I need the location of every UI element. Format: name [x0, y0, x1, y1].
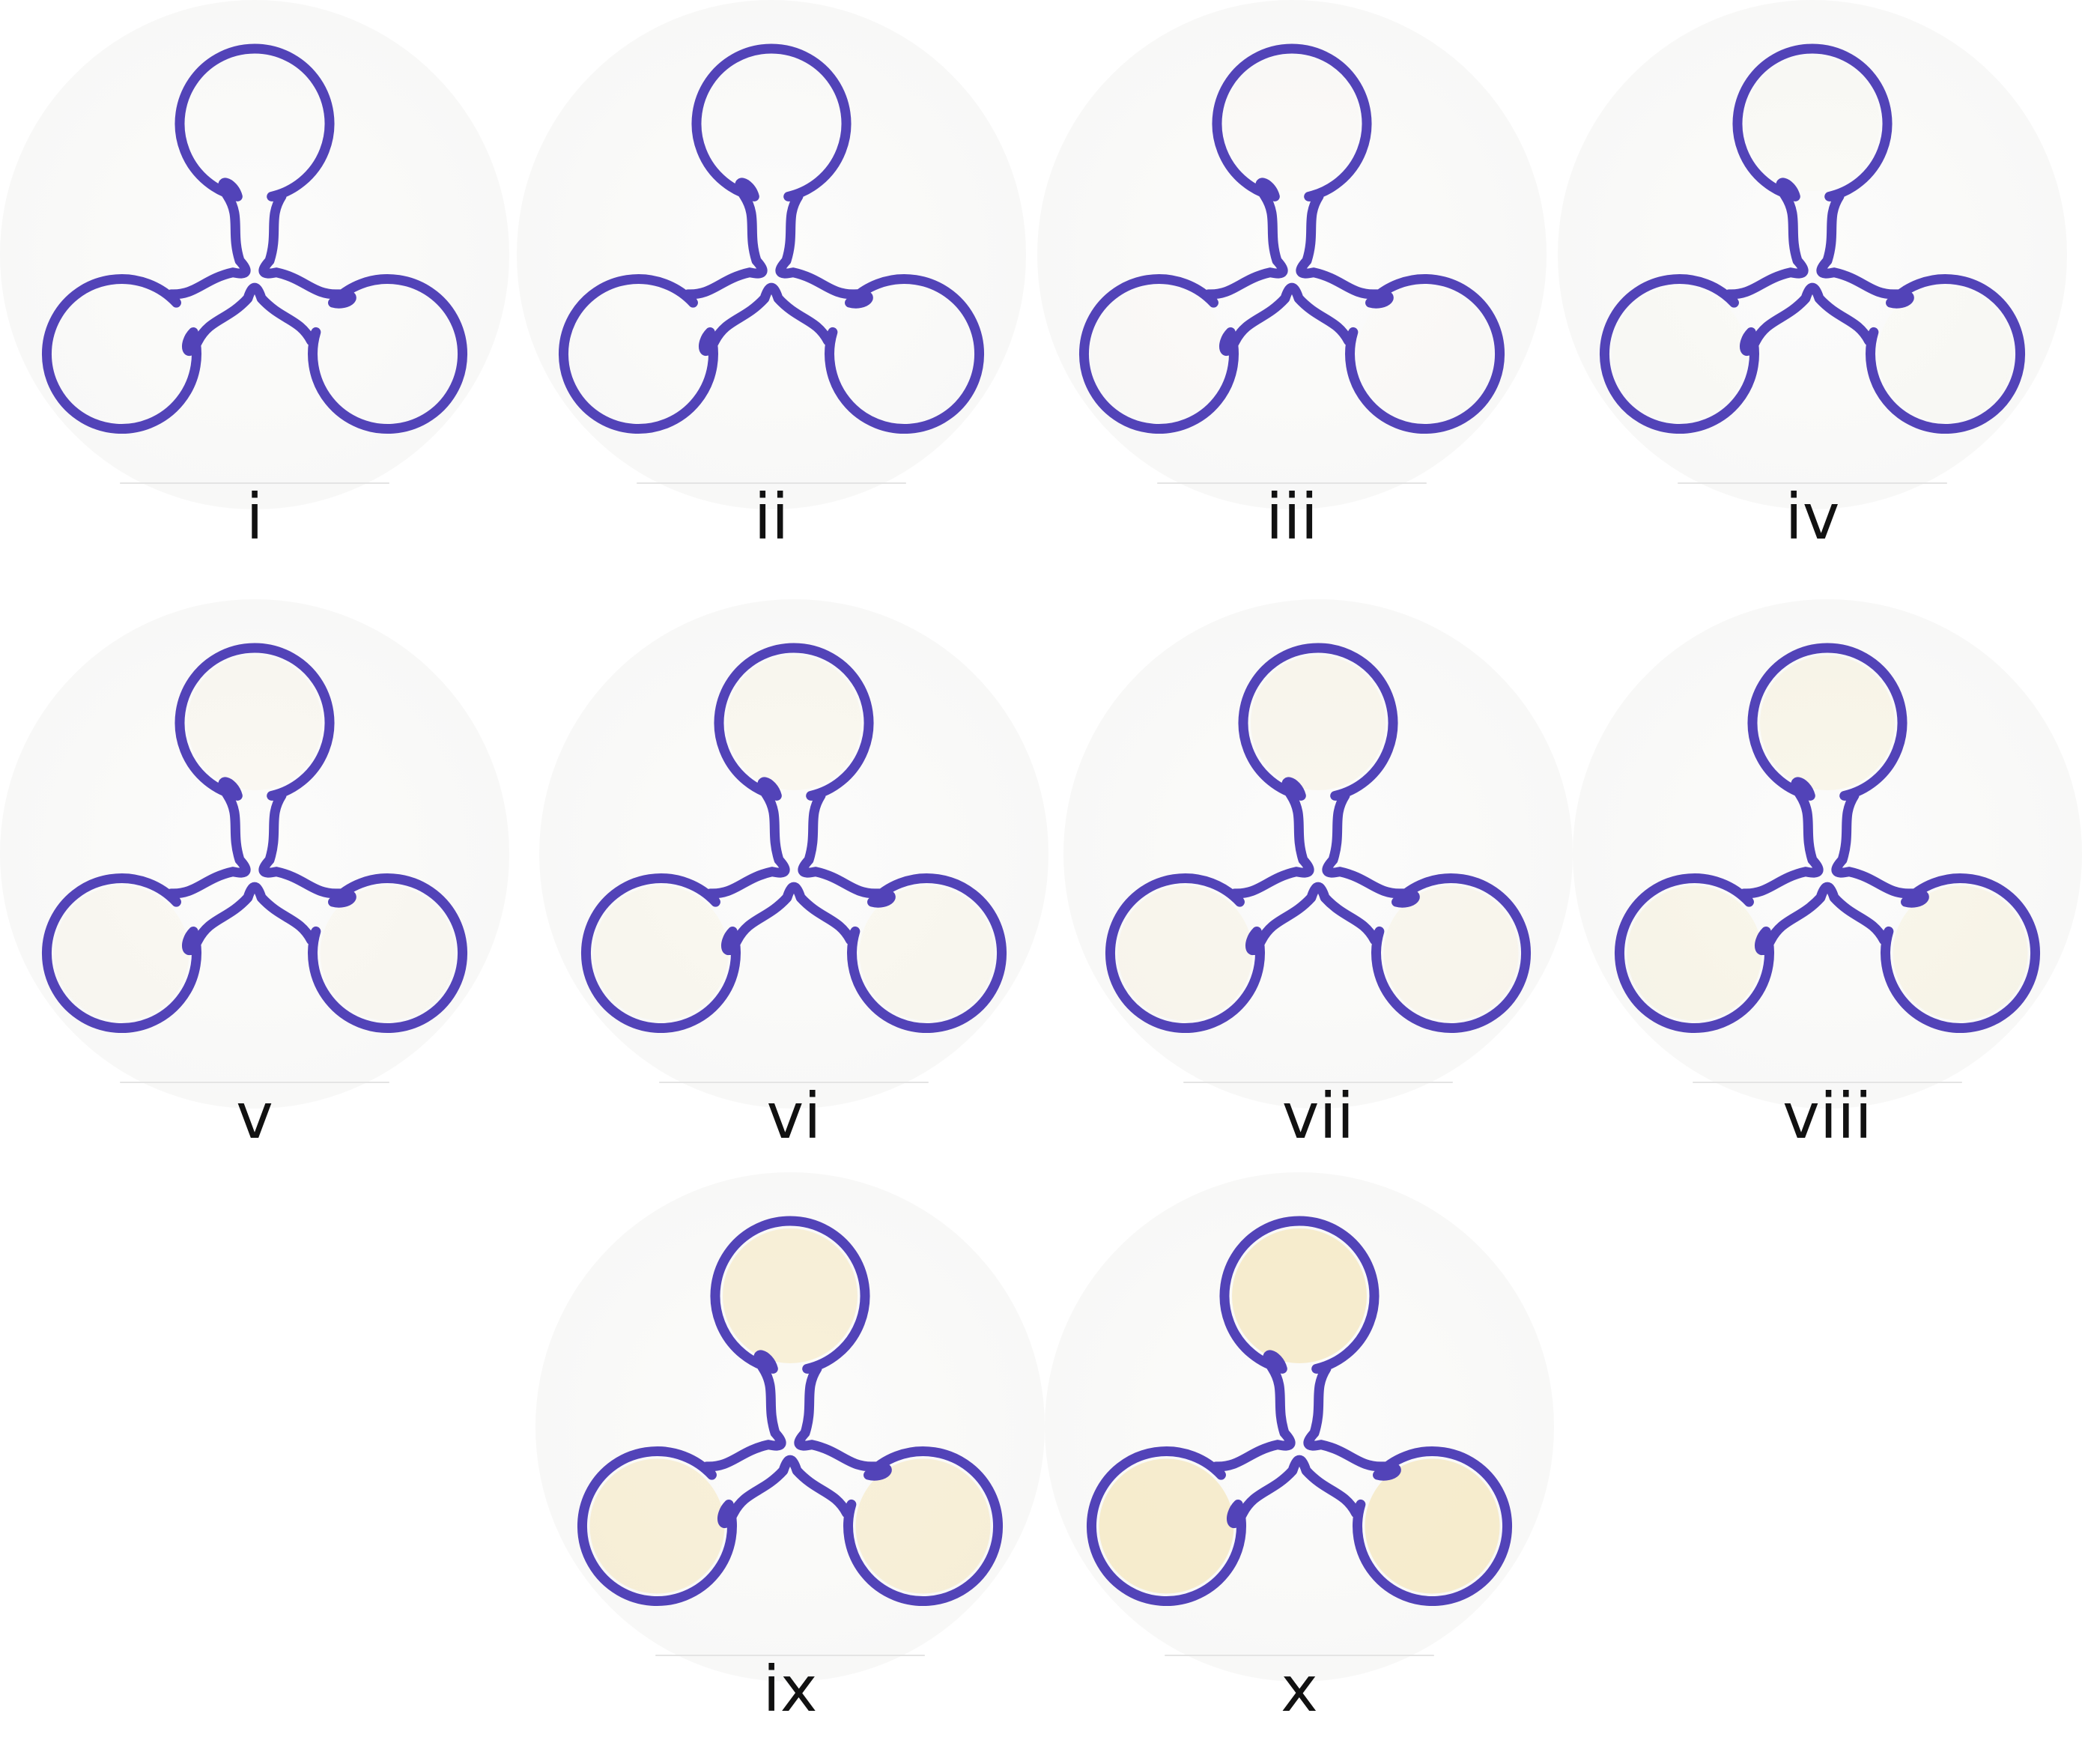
reservoir-tint — [187, 655, 322, 790]
channel-outline — [41, 643, 468, 1033]
panel-iv: iv — [1558, 0, 2067, 592]
three-lobed-channel — [580, 643, 1007, 1033]
reservoir-tint — [320, 885, 455, 1021]
reservoir-tint — [704, 56, 839, 191]
three-lobed-channel — [1086, 1216, 1513, 1606]
panel-iii: iii — [1037, 0, 1547, 592]
three-lobed-channel — [558, 43, 985, 434]
reservoir-tint — [1232, 1228, 1367, 1363]
panel-label: x — [1281, 1652, 1318, 1726]
three-lobed-channel — [1614, 643, 2041, 1033]
panel-label: v — [236, 1079, 273, 1153]
reservoir-tint — [593, 885, 729, 1021]
channel-outline — [580, 643, 1007, 1033]
panel-label: iv — [1785, 480, 1840, 554]
three-lobed-channel — [1105, 643, 1532, 1033]
panel-label: vi — [766, 1079, 822, 1153]
reservoir-tint — [723, 1228, 858, 1363]
reservoir-tint — [589, 1458, 725, 1594]
panel-label: i — [246, 480, 264, 554]
channel-outline — [1086, 1216, 1513, 1606]
channel-outline — [558, 43, 985, 434]
reservoir-tint — [571, 287, 705, 422]
reservoir-tint — [1760, 655, 1895, 790]
reservoir-tint — [1251, 655, 1386, 790]
panel-x: x — [1045, 1172, 1554, 1764]
three-lobed-channel — [577, 1216, 1004, 1606]
three-lobed-channel — [1078, 43, 1505, 434]
panel-v: v — [0, 599, 509, 1191]
reservoir-tint — [1878, 286, 2013, 422]
panel-label: iii — [1265, 480, 1318, 554]
reservoir-tint — [54, 287, 189, 422]
panel-label: ii — [753, 480, 789, 554]
reservoir-tint — [1365, 1458, 1500, 1594]
reservoir-tint — [1099, 1458, 1234, 1594]
three-lobed-channel — [1599, 43, 2026, 434]
channel-outline — [41, 43, 468, 434]
reservoir-tint — [1627, 885, 1762, 1021]
three-lobed-channel — [41, 643, 468, 1033]
channel-outline — [1078, 43, 1505, 434]
reservoir-tint — [1612, 286, 1747, 422]
reservoir-tint — [1745, 56, 1880, 191]
panel-label: viii — [1782, 1079, 1872, 1153]
reservoir-tint — [859, 885, 995, 1021]
channel-outline — [1614, 643, 2041, 1033]
panel-vi: vi — [539, 599, 1048, 1191]
reservoir-tint — [855, 1458, 991, 1594]
reservoir-tint — [726, 655, 861, 790]
panel-label: vii — [1281, 1079, 1355, 1153]
panel-ii: ii — [517, 0, 1026, 592]
reservoir-tint — [1091, 287, 1226, 422]
panel-viii: viii — [1573, 599, 2082, 1191]
reservoir-tint — [1893, 885, 2028, 1021]
panel-label: ix — [762, 1652, 818, 1726]
reservoir-tint — [1117, 885, 1253, 1021]
reservoir-tint — [187, 56, 322, 191]
three-lobed-channel — [41, 43, 468, 434]
channel-outline — [577, 1216, 1004, 1606]
reservoir-tint — [1383, 885, 1519, 1021]
panel-ix: ix — [535, 1172, 1045, 1764]
panel-i: i — [0, 0, 509, 592]
reservoir-tint — [54, 885, 189, 1021]
channel-outline — [1599, 43, 2026, 434]
panel-vii: vii — [1063, 599, 1573, 1191]
channel-outline — [1105, 643, 1532, 1033]
reservoir-tint — [1224, 56, 1359, 191]
